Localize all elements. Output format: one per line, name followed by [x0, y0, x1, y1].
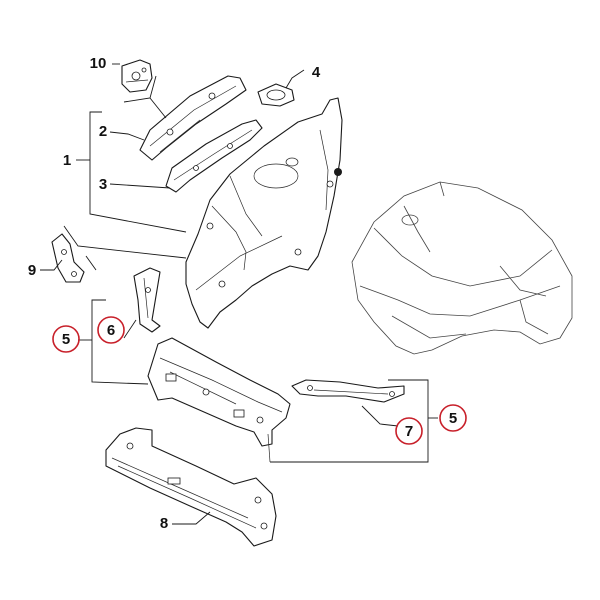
highlight-ring — [439, 404, 467, 432]
callout-4-label: 4 — [312, 64, 321, 81]
callout-10: 10 — [90, 55, 107, 72]
callout-10-label: 10 — [90, 55, 107, 72]
part-5-crossmember — [147, 337, 291, 463]
callout-3-label: 3 — [99, 176, 107, 193]
callout-5-right-label: 5 — [449, 410, 457, 427]
callout-1-label: 1 — [63, 152, 71, 169]
front-end-assembly-reference — [351, 181, 573, 355]
highlight-ring — [52, 325, 80, 353]
callout-8-label: 8 — [160, 515, 168, 532]
callout-3: 3 — [99, 176, 107, 193]
callout-7-label: 7 — [405, 423, 413, 440]
callout-9: 9 — [28, 262, 36, 279]
callout-5-right: 5 — [439, 404, 467, 432]
callout-1: 1 — [63, 152, 71, 169]
callout-5-left-label: 5 — [62, 331, 70, 348]
callout-6: 6 — [97, 316, 125, 344]
callout-2: 2 — [99, 123, 107, 140]
part-8-lower-crossmember — [105, 427, 277, 547]
callout-8: 8 — [160, 515, 168, 532]
part-6-bracket — [133, 267, 161, 333]
part-3-lower-rail — [165, 119, 263, 193]
callout-4: 4 — [312, 64, 321, 81]
callout-5-left: 5 — [52, 325, 80, 353]
callout-6-label: 6 — [107, 322, 115, 339]
callout-2-label: 2 — [99, 123, 107, 140]
highlight-ring — [97, 316, 125, 344]
part-10-bracket — [121, 59, 153, 93]
leader-lines — [40, 63, 438, 525]
part-9-bracket — [51, 233, 85, 283]
callout-9-label: 9 — [28, 262, 36, 279]
part-2-upper-rail — [139, 75, 247, 161]
callout-7: 7 — [395, 417, 423, 445]
part-4-flange — [257, 83, 295, 107]
part-1-side-assembly — [185, 97, 343, 329]
part-7-brace — [291, 379, 405, 403]
highlight-ring — [395, 417, 423, 445]
